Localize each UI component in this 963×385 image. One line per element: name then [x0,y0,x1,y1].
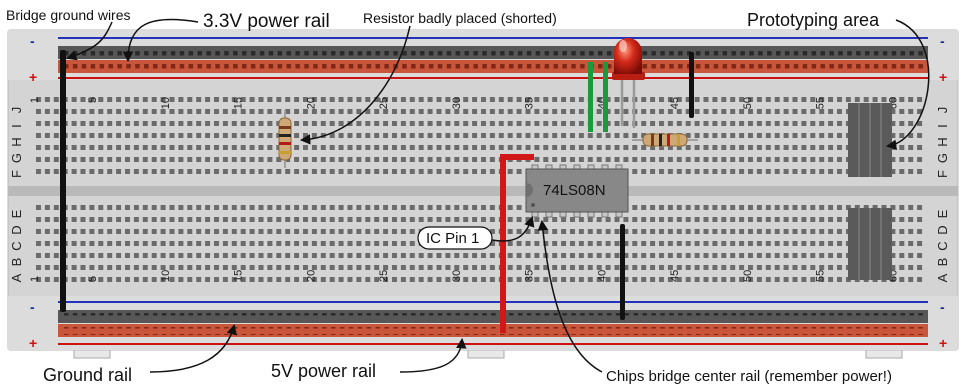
column-number-top: 25 [378,97,390,109]
chip-pin-bottom [615,211,623,218]
bottom-ground-rail-holes [62,313,924,321]
column-number-top: 50 [742,97,754,109]
row-letter-right: F [935,170,950,178]
row-letter-left: C [9,241,24,250]
wire-black-bottom [620,224,625,320]
row-letter-right: E [935,209,950,218]
label-resistor-badly-placed: Resistor badly placed (shorted) [363,10,557,26]
column-number-top: 30 [451,97,463,109]
label-ic-pin-1: IC Pin 1 [426,230,479,247]
chip-pin-bottom [559,211,567,218]
label-5v-power-rail: 5V power rail [271,361,376,381]
label-prototyping-area: Prototyping area [747,10,880,30]
column-number-bottom: 15 [233,270,245,282]
chip-pin-bottom [545,211,553,218]
rail-minus-label: - [940,33,945,49]
chip-label: 74LS08N [543,182,606,199]
row-letter-right: D [935,225,950,234]
arrow-ic-pin1 [491,216,535,242]
column-number-top: 15 [233,97,245,109]
top-terminal-holes [34,95,924,179]
rail-minus-label: - [30,299,35,315]
prototyping-block-top-holes [858,103,882,177]
label-chips-bridge-center-rail: Chips bridge center rail (remember power… [606,368,892,385]
column-number-bottom: 1 [29,276,41,282]
bottom-power-rail-holes [62,327,924,335]
row-letter-left: A [9,273,24,282]
row-letter-left: I [9,124,24,128]
row-letter-left: E [9,209,24,218]
column-number-top: 1 [29,97,41,103]
row-letter-right: J [935,107,950,114]
top-ground-rail-holes [62,49,924,57]
wire-green [588,62,593,132]
row-letter-right: I [935,124,950,128]
arrow-prototyping [885,19,930,150]
row-letter-left: B [9,258,24,267]
column-number-bottom: 20 [305,270,317,282]
ic-pin1-callout: IC Pin 1 [417,226,493,250]
prototyping-block-bottom-holes [858,208,882,280]
arrow-chips-bridge [537,219,603,373]
column-number-bottom: 50 [742,270,754,282]
row-letter-right: C [935,241,950,250]
resistor-shorted [278,110,292,168]
wire-red-power [500,154,534,333]
arrow-33v-rail [122,18,199,63]
row-letter-right: H [935,137,950,146]
rail-plus-label: + [29,69,37,85]
chip-pin-bottom [573,211,581,218]
chip-pin-bottom [601,211,609,218]
column-number-bottom: 55 [815,270,827,282]
row-letter-left: G [9,153,24,163]
ic-chip: 74LS08N [525,164,629,218]
arrow-bridge-ground [66,21,113,61]
column-number-bottom: 35 [524,270,536,282]
center-channel [8,186,958,196]
wire-black-top [689,52,694,118]
chip-pin-bottom [531,211,539,218]
column-number-top: 20 [305,97,317,109]
rail-minus-label: - [30,33,35,49]
row-letter-right: A [935,273,950,282]
column-number-top: 35 [524,97,536,109]
column-number-top: 10 [160,97,172,109]
column-number-top: 55 [815,97,827,109]
column-number-bottom: 25 [378,270,390,282]
row-letter-left: H [9,137,24,146]
wire-green [603,62,608,132]
row-letter-right: B [935,258,950,267]
rail-plus-label: + [939,69,947,85]
column-number-bottom: 10 [160,270,172,282]
bridge-ground-wire [60,50,66,312]
label-bridge-ground-wires: Bridge ground wires [6,7,131,23]
column-number-top: 5 [87,97,99,103]
arrow-ground-rail [149,323,237,373]
column-number-bottom: 30 [451,270,463,282]
row-letter-left: F [9,170,24,178]
row-letter-right: G [935,153,950,163]
label-ground-rail: Ground rail [43,365,132,385]
rail-plus-label: + [29,335,37,351]
rail-minus-label: - [940,299,945,315]
column-number-bottom: 40 [596,270,608,282]
label-33v-power-rail: 3.3V power rail [203,11,330,32]
arrow-5v-rail [399,337,467,373]
top-power-rail-holes [62,63,924,71]
rail-plus-label: + [939,335,947,351]
resistor [632,133,698,147]
row-letter-left: D [9,225,24,234]
column-number-bottom: 45 [669,270,681,282]
column-number-bottom: 5 [87,276,99,282]
row-letter-left: J [9,107,24,114]
chip-pin-bottom [587,211,595,218]
column-number-top: 45 [669,97,681,109]
led [612,38,645,128]
arrow-resistor [299,25,411,145]
